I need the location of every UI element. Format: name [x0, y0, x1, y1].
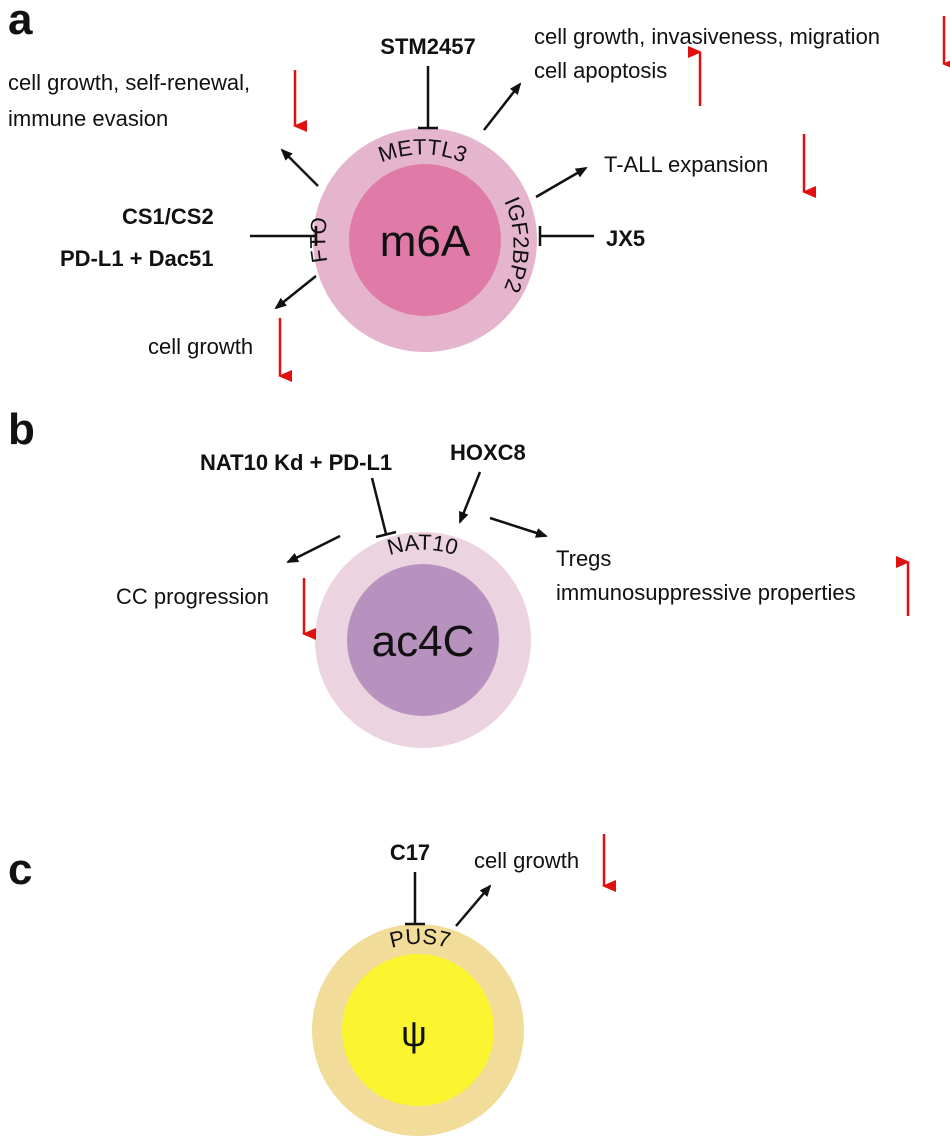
panel-label-b: b: [8, 405, 35, 454]
panel-label-a: a: [8, 0, 33, 44]
panel-label-c: c: [8, 845, 32, 894]
activation-arrow-icon: [286, 534, 341, 564]
activation-arrow-icon: [274, 275, 317, 310]
effect-right: T-ALL expansion: [604, 152, 768, 177]
effect-immunosuppressive: immunosuppressive properties: [556, 580, 856, 605]
panel-a: m6A METTL3 FTO IGF2BP2 STM2457 cell grow…: [8, 16, 950, 382]
inhibition-line-nat10: [370, 477, 388, 535]
ac4c-label: ac4C: [372, 617, 475, 666]
panel-c: ψ PUS7 C17 cell growth: [312, 834, 616, 1136]
activation-arrow-icon: [489, 516, 548, 538]
effect-cell-growth-c: cell growth: [474, 848, 579, 873]
activator-hoxc8: HOXC8: [450, 440, 526, 465]
enzyme-pus7: PUS7: [387, 924, 453, 953]
activation-arrow-icon: [458, 471, 482, 524]
effect-tregs: Tregs: [556, 546, 611, 571]
inhibitor-c17: C17: [390, 840, 430, 865]
panel-b: ac4C NAT10 NAT10 Kd + PD-L1 HOXC8 CC pro…: [116, 440, 910, 748]
effect-cc-progression: CC progression: [116, 584, 269, 609]
activation-arrow-icon: [280, 148, 319, 187]
inhibitor-cs1-cs2: CS1/CS2: [122, 204, 214, 229]
inhibitor-jx5: JX5: [606, 226, 645, 251]
m6a-label: m6A: [380, 217, 471, 266]
activation-arrow-icon: [455, 884, 492, 927]
inhibition-bar-icon: [375, 530, 397, 539]
effect-lower-left: cell growth: [148, 334, 253, 359]
inhibitor-stm2457: STM2457: [380, 34, 475, 59]
psi-core: [342, 954, 494, 1106]
inhibitor-nat10kd-pdl1: NAT10 Kd + PD-L1: [200, 450, 392, 475]
activation-arrow-icon: [535, 166, 588, 199]
effect-top-right-line1: cell growth, invasiveness, migration: [534, 24, 880, 49]
m6a-core: [349, 164, 501, 316]
activation-arrow-icon: [483, 82, 522, 131]
enzyme-fto: FTO: [305, 216, 332, 265]
effect-top-right-line2: cell apoptosis: [534, 58, 667, 83]
psi-label: ψ: [401, 1013, 427, 1054]
effect-upper-left-line1: cell growth, self-renewal,: [8, 70, 250, 95]
ac4c-core: [347, 564, 499, 716]
effect-upper-left-line2: immune evasion: [8, 106, 168, 131]
inhibitor-pdl1-dac51: PD-L1 + Dac51: [60, 246, 213, 271]
